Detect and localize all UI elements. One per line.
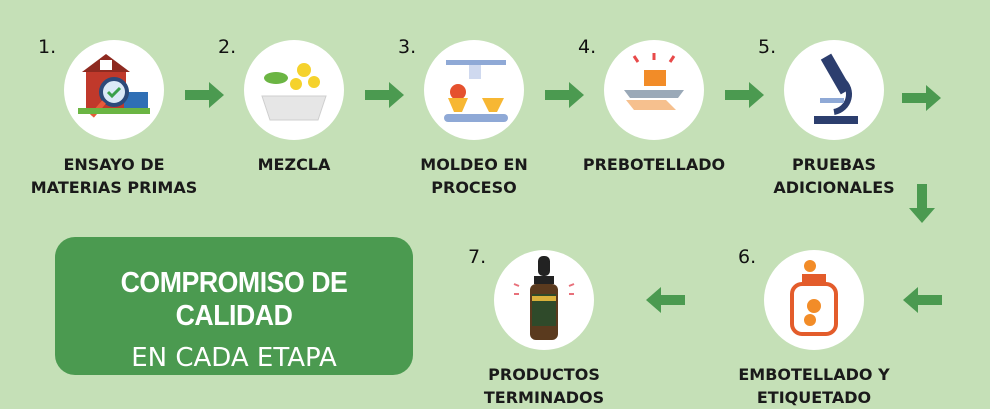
step-label: PREBOTELLADO <box>544 153 764 176</box>
step-label: MEZCLA <box>184 153 404 176</box>
step-circle <box>604 40 704 140</box>
step-number: 5. <box>758 36 777 58</box>
jar-icon <box>790 260 838 336</box>
step-circle <box>784 40 884 140</box>
arrow-right-icon <box>725 82 764 108</box>
microscope-icon <box>814 53 858 124</box>
step-number: 3. <box>398 36 417 58</box>
banner-title: COMPROMISO DE CALIDAD <box>120 267 348 332</box>
step-number: 6. <box>738 246 757 268</box>
label-line: PROCESO <box>431 178 517 197</box>
arrow-down-icon <box>909 184 935 223</box>
step-circle <box>764 250 864 350</box>
step-number: 1. <box>38 36 57 58</box>
step-label: PRODUCTOS TERMINADOS <box>434 363 654 409</box>
step-label: EMBOTELLADO Y ETIQUETADO <box>704 363 924 409</box>
label-line: TERMINADOS <box>483 388 605 407</box>
step-number: 4. <box>578 36 597 58</box>
arrow-right-icon <box>365 82 404 108</box>
dropper-bottle-icon <box>513 256 575 340</box>
arrow-right-icon <box>185 82 224 108</box>
farm-inspection-icon <box>78 54 150 118</box>
arrow-right-icon <box>902 85 941 111</box>
step-label: MOLDEO EN PROCESO <box>364 153 584 199</box>
arrow-left-icon <box>903 287 942 313</box>
label-line: PREBOTELLADO <box>582 155 726 174</box>
label-line: ENSAYO DE <box>63 155 165 174</box>
step-circle <box>424 40 524 140</box>
label-line: ADICIONALES <box>773 178 895 197</box>
step-number: 7. <box>468 246 487 268</box>
arrow-left-icon <box>646 287 685 313</box>
step-label: ENSAYO DE MATERIAS PRIMAS <box>4 153 224 199</box>
label-line: PRUEBAS <box>791 155 877 174</box>
arrow-right-icon <box>545 82 584 108</box>
label-line: MEZCLA <box>257 155 331 174</box>
step-circle <box>244 40 344 140</box>
quality-banner: COMPROMISO DE CALIDAD EN CADA ETAPA <box>55 237 413 375</box>
label-line: PRODUCTOS <box>488 365 600 384</box>
molding-machine-icon <box>444 60 508 122</box>
label-line: MOLDEO EN <box>420 155 528 174</box>
step-circle <box>494 250 594 350</box>
label-line: EMBOTELLADO Y <box>738 365 890 384</box>
banner-subtitle: EN CADA ETAPA <box>131 343 337 373</box>
label-line: MATERIAS PRIMAS <box>30 178 198 197</box>
label-line: ETIQUETADO <box>756 388 872 407</box>
step-number: 2. <box>218 36 237 58</box>
step-label: PRUEBAS ADICIONALES <box>724 153 944 199</box>
serving-tray-icon <box>624 53 684 110</box>
mixing-bowl-icon <box>261 63 327 121</box>
step-circle <box>64 40 164 140</box>
